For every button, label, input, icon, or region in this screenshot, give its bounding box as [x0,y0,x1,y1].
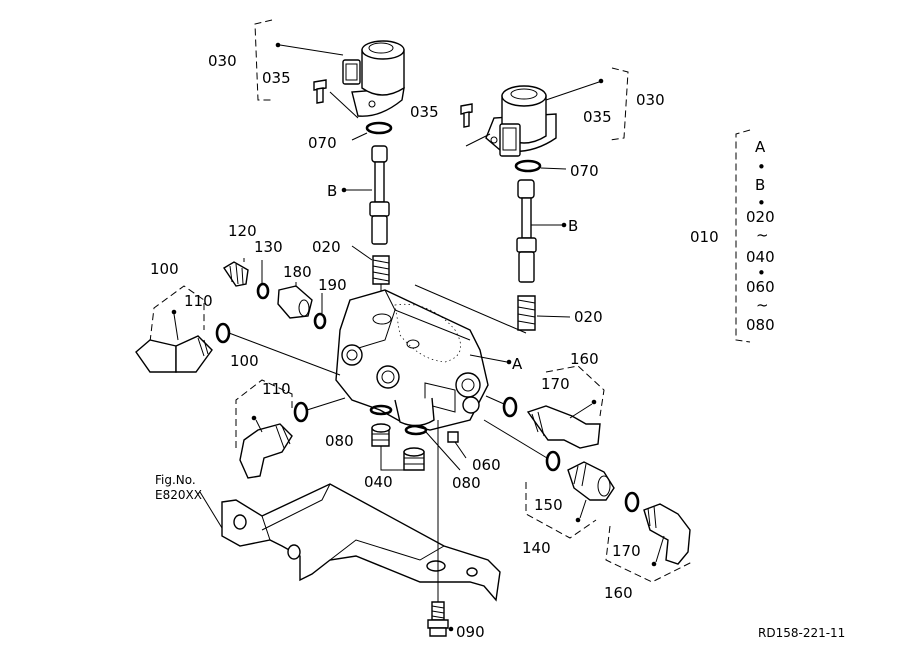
label-a: A [512,355,523,373]
oring-190 [313,293,327,330]
plug-040-right [380,446,425,471]
legend-dot-2: • [757,194,766,212]
legend-tilde-1: ~ [756,226,769,244]
legend-item-a: A [755,138,766,156]
oring-080-left [369,404,393,416]
fitting-100-lower [235,379,293,479]
label-140: 140 [522,539,551,557]
label-130: 130 [254,238,283,256]
legend-text: 010 A • B • 020 ~ 040 • 060 ~ 080 [690,138,775,334]
figure-reference: Fig.No. E820XX [155,473,202,502]
legend-010 [735,129,751,343]
fitting-160-upper [526,365,605,449]
label-160-upper: 160 [570,350,599,368]
label-b-right: B [568,217,578,235]
oring-110-upper [215,322,341,376]
oring-070-right [514,159,567,173]
fitting-120 [223,258,249,287]
oring-150 [483,419,561,472]
pin-060 [425,431,467,471]
label-160-lower: 160 [604,584,633,602]
label-170-lower: 170 [612,542,641,560]
legend-item-060: 060 [746,278,775,296]
legend-tilde-2: ~ [756,296,769,314]
callout-labels: 030 035 070 B 020 120 130 180 190 100 11… [150,52,665,641]
label-040: 040 [364,473,393,491]
label-080-right: 080 [452,474,481,492]
fitting-150-adapter [525,461,615,539]
label-020-right: 020 [574,308,603,326]
label-070-right: 070 [570,162,599,180]
fig-no-label: Fig.No. [155,473,196,487]
label-035-right: 035 [583,108,612,126]
oring-070-left [351,121,393,141]
screw-035-left [313,79,359,119]
label-110-upper: 110 [184,292,213,310]
label-180: 180 [283,263,312,281]
spring-020-right [414,284,571,334]
plug-040-left [371,423,391,447]
label-090: 090 [456,623,485,641]
fitting-160-lower [605,503,693,583]
label-030-right: 030 [636,91,665,109]
label-b-left: B [327,182,337,200]
label-100-upper: 100 [150,260,179,278]
legend-dot-1: • [757,158,766,176]
spool-b-left [341,145,390,245]
oring-110-lower [293,397,346,423]
label-035-left: 035 [262,69,291,87]
oring-130 [256,260,270,300]
bolt-090 [427,420,454,637]
legend-item-b: B [755,176,765,194]
legend-dot-3: • [757,264,766,282]
valve-body-a [335,289,512,431]
label-030-left: 030 [208,52,237,70]
solenoid-right [485,67,629,157]
label-035-right-left: 035 [410,103,439,121]
screw-035-right [460,103,491,147]
drawing-code: RD158-221-11 [758,626,845,640]
solenoid-left [254,19,405,117]
label-070-left: 070 [308,134,337,152]
label-080-left: 080 [325,432,354,450]
spool-b-right [516,179,567,283]
fitting-100-upper [135,285,213,373]
label-190: 190 [318,276,347,294]
oring-170-upper [485,395,518,418]
fig-no-value: E820XX [155,488,202,502]
oring-080-right [404,424,428,436]
oring-170-lower [624,491,640,513]
label-110-lower: 110 [262,380,291,398]
label-120: 120 [228,222,257,240]
label-060: 060 [472,456,501,474]
label-150: 150 [534,496,563,514]
legend-group-010: 010 [690,228,719,246]
label-100-lower: 100 [230,352,259,370]
bracket [199,483,501,602]
label-170-upper: 170 [541,375,570,393]
legend-item-080: 080 [746,316,775,334]
legend-item-020: 020 [746,208,775,226]
legend-item-040: 040 [746,248,775,266]
fitting-180 [277,282,313,319]
label-020-left: 020 [312,238,341,256]
